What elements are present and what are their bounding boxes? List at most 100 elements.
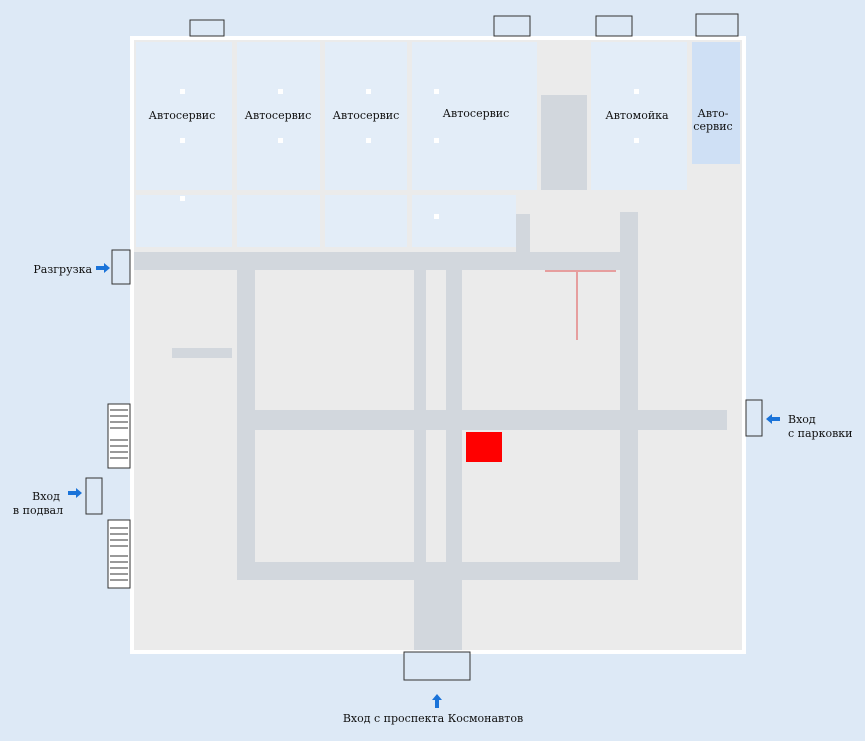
arrow-up-icon xyxy=(432,694,442,708)
room[interactable] xyxy=(690,344,740,400)
room[interactable] xyxy=(136,362,232,446)
room[interactable] xyxy=(580,272,616,340)
room[interactable] xyxy=(466,272,576,340)
service-label-3: Автосервис xyxy=(333,109,400,122)
room[interactable] xyxy=(298,496,332,558)
parking-label-line2: с парковки xyxy=(788,427,853,440)
room[interactable] xyxy=(389,616,411,630)
room[interactable] xyxy=(532,214,550,248)
room[interactable] xyxy=(186,288,232,314)
room[interactable] xyxy=(582,514,616,558)
column xyxy=(434,138,439,143)
room[interactable] xyxy=(506,498,540,558)
room[interactable] xyxy=(490,584,524,648)
room[interactable] xyxy=(389,602,411,612)
block-ne xyxy=(466,270,616,407)
room[interactable] xyxy=(466,345,616,407)
room[interactable] xyxy=(389,584,411,598)
room[interactable] xyxy=(336,432,372,492)
block-sw xyxy=(258,432,442,558)
room[interactable] xyxy=(258,344,294,378)
room[interactable] xyxy=(258,382,294,406)
room[interactable] xyxy=(430,344,442,406)
room[interactable] xyxy=(376,372,410,406)
room[interactable] xyxy=(466,538,502,558)
arrow-right-icon xyxy=(96,263,110,273)
room[interactable] xyxy=(258,432,294,454)
room[interactable] xyxy=(389,634,411,648)
room[interactable] xyxy=(506,432,578,494)
room[interactable] xyxy=(298,344,332,406)
car-wash-bay[interactable] xyxy=(591,42,687,190)
column xyxy=(180,196,185,201)
room[interactable] xyxy=(258,322,294,340)
entrance-basement[interactable]: Вход в подвал xyxy=(13,488,82,517)
room[interactable] xyxy=(582,432,616,472)
room[interactable] xyxy=(554,214,576,248)
service-bay-3[interactable] xyxy=(325,42,407,190)
room[interactable] xyxy=(336,496,372,558)
room[interactable] xyxy=(258,300,294,318)
service-label-6-line1: Авто- xyxy=(698,107,729,120)
room[interactable] xyxy=(298,432,332,492)
room[interactable] xyxy=(642,344,686,370)
entrance-main[interactable]: Вход с проспекта Космонавтов xyxy=(343,694,523,725)
basement-door-frame xyxy=(85,477,103,515)
entrance-parking[interactable]: Вход с парковки xyxy=(766,413,853,440)
room[interactable] xyxy=(566,584,600,648)
room[interactable] xyxy=(336,344,372,406)
service-bay-6[interactable] xyxy=(692,42,740,164)
room[interactable] xyxy=(642,238,740,292)
room[interactable] xyxy=(376,344,410,368)
room[interactable] xyxy=(580,214,616,248)
room[interactable] xyxy=(258,458,294,492)
entrance-unloading[interactable]: Разгрузка xyxy=(33,263,110,276)
service-label-6-line2: сервис xyxy=(693,120,732,133)
room[interactable] xyxy=(582,476,616,510)
service-bay-1[interactable] xyxy=(136,42,232,190)
room[interactable] xyxy=(642,374,686,404)
room[interactable] xyxy=(186,318,232,342)
room[interactable] xyxy=(136,272,182,358)
room[interactable] xyxy=(642,436,740,494)
room[interactable] xyxy=(528,584,562,648)
room[interactable] xyxy=(237,584,385,648)
main-entrance-frame xyxy=(403,651,471,681)
room[interactable] xyxy=(430,272,442,340)
room[interactable] xyxy=(298,272,332,340)
column xyxy=(434,214,439,219)
room[interactable] xyxy=(642,214,704,234)
room[interactable] xyxy=(466,614,486,648)
stairwell xyxy=(541,42,561,84)
unloading-label: Разгрузка xyxy=(33,263,92,276)
service-label-2: Автосервис xyxy=(245,109,312,122)
room[interactable] xyxy=(430,432,442,492)
service-bay-4[interactable] xyxy=(412,42,537,190)
room[interactable] xyxy=(466,498,502,534)
room[interactable] xyxy=(376,496,410,558)
room[interactable] xyxy=(466,584,486,610)
room[interactable] xyxy=(376,272,410,296)
room[interactable] xyxy=(604,584,638,648)
room[interactable] xyxy=(136,450,232,648)
room[interactable] xyxy=(544,498,578,558)
column xyxy=(634,89,639,94)
room[interactable] xyxy=(376,300,410,340)
room[interactable] xyxy=(642,498,740,540)
room[interactable] xyxy=(430,496,442,558)
room[interactable] xyxy=(642,544,740,648)
column xyxy=(366,138,371,143)
corridors xyxy=(134,212,727,650)
room[interactable] xyxy=(708,214,740,238)
room[interactable] xyxy=(258,272,294,296)
service-bay-2-lower xyxy=(237,195,320,247)
room[interactable] xyxy=(336,272,372,340)
room[interactable] xyxy=(466,466,502,494)
service-bay-2[interactable] xyxy=(237,42,320,190)
room[interactable] xyxy=(376,432,410,492)
room[interactable] xyxy=(258,496,294,558)
room[interactable] xyxy=(642,296,740,340)
basement-label-line1: Вход xyxy=(32,490,60,503)
highlighted-unit[interactable] xyxy=(466,432,502,462)
